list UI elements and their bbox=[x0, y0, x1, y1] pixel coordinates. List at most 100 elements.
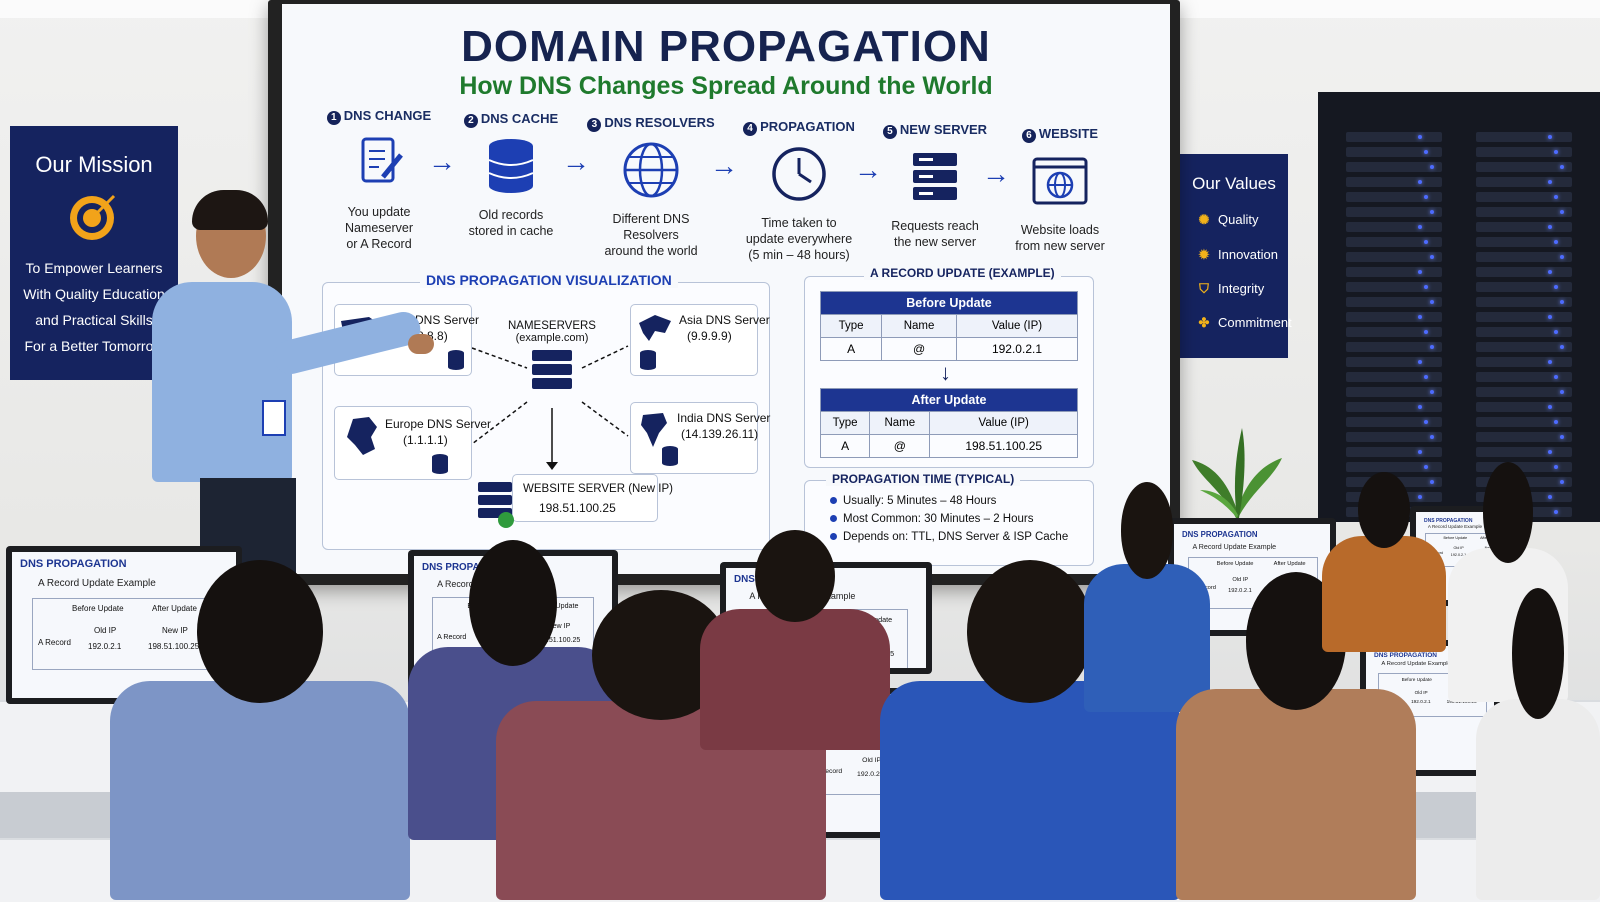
website-server: WEBSITE SERVER (New IP) 198.51.100.25 bbox=[512, 474, 673, 522]
mission-line: To Empower Learners bbox=[25, 260, 163, 276]
led-indicator bbox=[1554, 285, 1558, 289]
led-indicator bbox=[1430, 300, 1434, 304]
rack-unit bbox=[1346, 207, 1442, 217]
monitor-cell: New IP bbox=[162, 626, 188, 635]
arrow-icon: → bbox=[428, 146, 456, 177]
server-icon bbox=[913, 153, 957, 200]
gear-icon: ✺ bbox=[1198, 212, 1210, 227]
student-head bbox=[197, 560, 323, 703]
browser-globe-icon bbox=[1032, 157, 1088, 205]
led-indicator bbox=[1560, 300, 1564, 304]
values-item: ✺Quality bbox=[1196, 212, 1259, 228]
bulb-icon: ✹ bbox=[1198, 247, 1210, 262]
rack-unit bbox=[1346, 192, 1442, 202]
led-indicator bbox=[1560, 210, 1564, 214]
led-indicator bbox=[1418, 180, 1422, 184]
propagation-item: Depends on: TTL, DNS Server & ISP Cache bbox=[830, 531, 1068, 543]
india-dns-server: India DNS Server (14.139.26.11) bbox=[630, 402, 770, 474]
rack-unit bbox=[1346, 402, 1442, 412]
europe-map-icon bbox=[347, 417, 377, 455]
led-indicator bbox=[1548, 180, 1552, 184]
rack-unit bbox=[1346, 372, 1442, 382]
arrow-icon: → bbox=[854, 154, 882, 185]
monitor-cell: 192.0.2.1 bbox=[1450, 553, 1467, 558]
server-icon bbox=[532, 350, 572, 389]
led-indicator bbox=[1548, 495, 1552, 499]
monitor-title: DNS PROPAGATION bbox=[1182, 530, 1258, 539]
connection-lines bbox=[471, 345, 629, 470]
monitor-cell: Before Update bbox=[72, 604, 124, 613]
monitor-cell: Before Update bbox=[1401, 676, 1432, 682]
rack-unit bbox=[1476, 402, 1572, 412]
monitor-subtitle: A Record Update Example bbox=[38, 578, 156, 589]
rack-unit bbox=[1476, 297, 1572, 307]
rack-unit bbox=[1346, 432, 1442, 442]
led-indicator bbox=[1418, 270, 1422, 274]
monitor-subtitle: A Record Update Example bbox=[1381, 661, 1451, 668]
monitor-cell: Old IP bbox=[1453, 545, 1464, 550]
rack-unit bbox=[1476, 372, 1572, 382]
monitor-cell: 198.51.100.25 bbox=[148, 642, 200, 651]
monitor-title: DNS PROPAGATION bbox=[20, 558, 127, 570]
rack-unit bbox=[1346, 237, 1442, 247]
rack-unit bbox=[1346, 222, 1442, 232]
clock-icon bbox=[772, 147, 826, 201]
led-indicator bbox=[1554, 195, 1558, 199]
rack-unit bbox=[1476, 327, 1572, 337]
rack-unit bbox=[1346, 162, 1442, 172]
led-indicator bbox=[1548, 450, 1552, 454]
rack-unit bbox=[1476, 357, 1572, 367]
database-icon bbox=[448, 350, 464, 370]
rack-unit bbox=[1476, 342, 1572, 352]
rack-unit bbox=[1346, 132, 1442, 142]
led-indicator bbox=[1424, 420, 1428, 424]
led-indicator bbox=[1554, 150, 1558, 154]
rack-unit bbox=[1476, 447, 1572, 457]
student-head bbox=[1357, 472, 1411, 548]
mission-line: With Quality Education bbox=[23, 286, 165, 302]
presentation-screen: DOMAIN PROPAGATION How DNS Changes Sprea… bbox=[282, 4, 1170, 574]
values-item: ✹Innovation bbox=[1196, 247, 1278, 263]
rack-unit bbox=[1476, 177, 1572, 187]
monitor-title: DNS PROPAGATION bbox=[1374, 652, 1437, 659]
led-indicator bbox=[1548, 270, 1552, 274]
rack-unit bbox=[1346, 282, 1442, 292]
led-indicator bbox=[1560, 390, 1564, 394]
asia-dns-server: Asia DNS Server (9.9.9.9) bbox=[630, 304, 770, 376]
led-indicator bbox=[1560, 165, 1564, 169]
before-update-caption: Before Update bbox=[820, 291, 1078, 315]
mission-line: and Practical Skills bbox=[35, 312, 153, 328]
led-indicator bbox=[1430, 345, 1434, 349]
led-indicator bbox=[1418, 225, 1422, 229]
propagation-item: Most Common: 30 Minutes – 2 Hours bbox=[830, 513, 1033, 525]
database-icon bbox=[662, 446, 678, 466]
led-indicator bbox=[1424, 330, 1428, 334]
student-body bbox=[700, 608, 890, 750]
rack-unit bbox=[1476, 222, 1572, 232]
monitor-subtitle: A Record Update Example bbox=[1192, 542, 1277, 551]
rack-unit bbox=[1346, 297, 1442, 307]
database-icon bbox=[432, 454, 448, 474]
student-body bbox=[1476, 699, 1600, 900]
down-arrow-icon: ↓ bbox=[940, 360, 951, 385]
mission-poster: Our Mission To Empower Learners With Qua… bbox=[10, 126, 178, 380]
led-indicator bbox=[1554, 465, 1558, 469]
rack-unit bbox=[1346, 417, 1442, 427]
monitor-cell: Old IP bbox=[1414, 689, 1428, 695]
monitor-cell: 192.0.2.1 bbox=[88, 642, 122, 651]
europe-dns-server: Europe DNS Server (1.1.1.1) bbox=[334, 406, 491, 480]
led-indicator bbox=[1424, 465, 1428, 469]
led-indicator bbox=[1560, 435, 1564, 439]
led-indicator bbox=[1424, 375, 1428, 379]
shield-icon: ⛉ bbox=[1199, 281, 1209, 296]
monitor-cell: Old IP bbox=[1232, 576, 1249, 583]
asia-map-icon bbox=[639, 315, 671, 341]
rack-unit bbox=[1346, 267, 1442, 277]
led-indicator bbox=[1424, 195, 1428, 199]
rack-unit bbox=[1346, 177, 1442, 187]
led-indicator bbox=[1554, 330, 1558, 334]
globe-icon bbox=[623, 142, 679, 198]
